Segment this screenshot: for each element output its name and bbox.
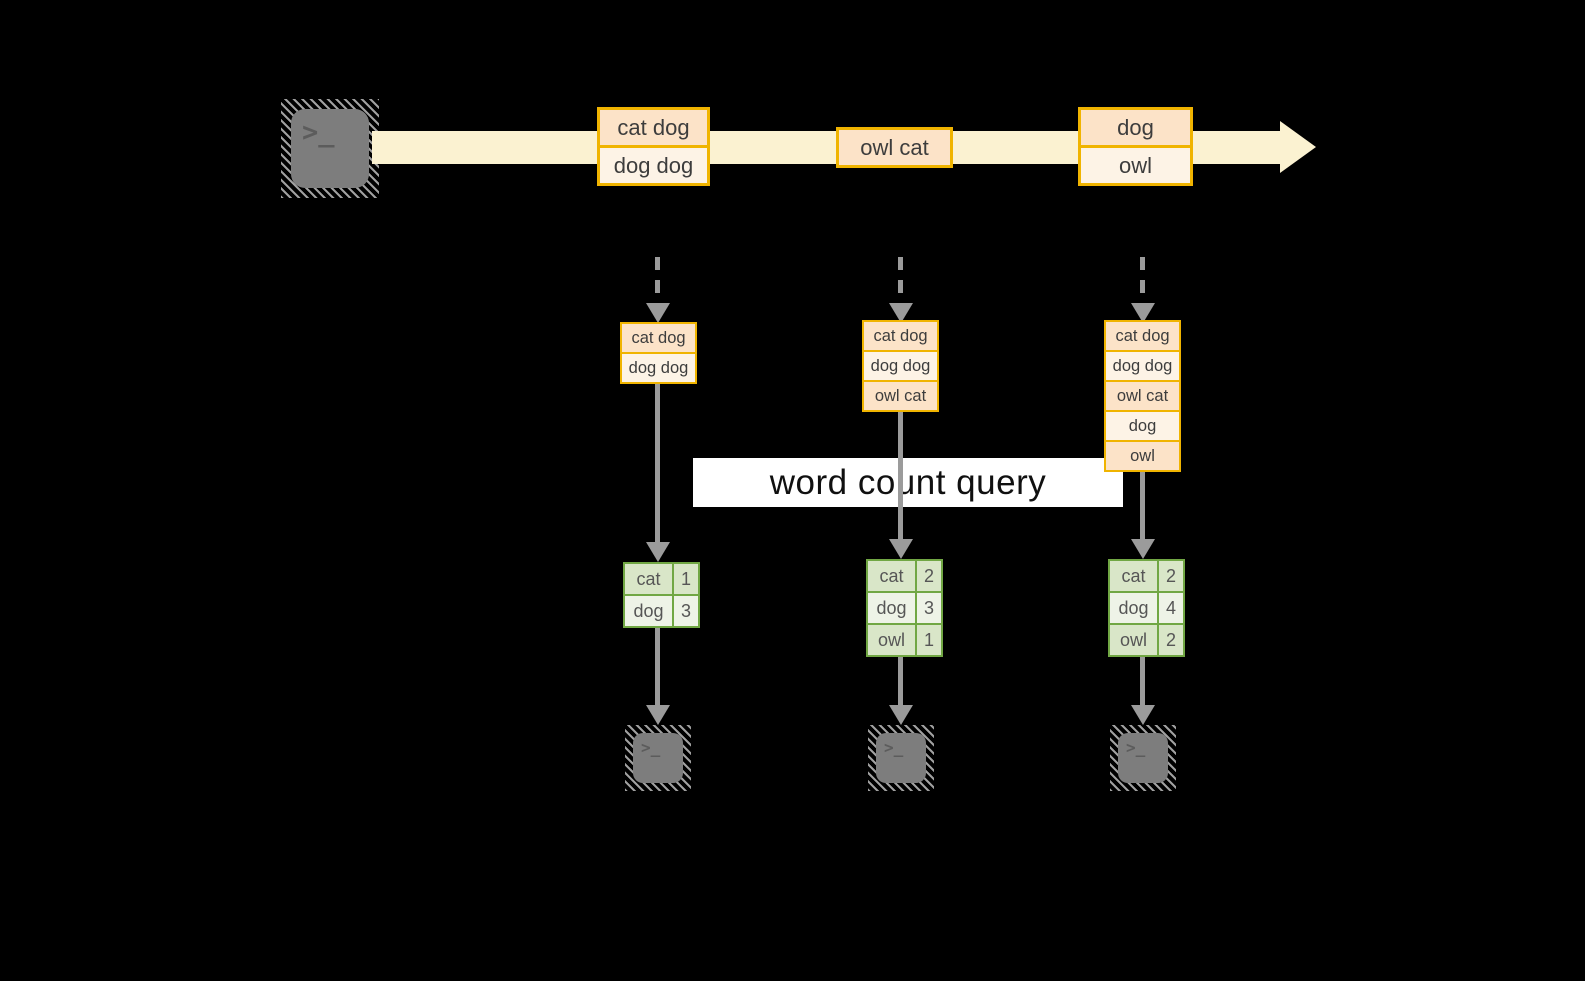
arrow-head-icon	[646, 705, 670, 725]
terminal-source-icon: >_	[281, 99, 379, 198]
count-value: 1	[674, 564, 698, 594]
count-value: 2	[1159, 561, 1183, 591]
arrow-line	[1140, 657, 1145, 705]
dashed-arrow-line	[898, 257, 903, 303]
arrow-head-icon	[889, 539, 913, 559]
event-record: dog	[1081, 110, 1190, 145]
buffer-record: cat dog	[864, 322, 937, 350]
prompt-glyph: >_	[641, 738, 661, 757]
buffer-record: cat dog	[622, 324, 695, 352]
dashed-arrow-head-icon	[889, 303, 913, 323]
count-word: dog	[625, 596, 672, 626]
terminal-output-body: >_	[633, 733, 683, 783]
terminal-output-icon-3: >_	[1110, 725, 1176, 791]
arrow-line	[655, 384, 660, 542]
stream-arrow-head-icon	[1280, 121, 1316, 173]
event-box-2: owl cat	[836, 127, 953, 168]
terminal-output-icon-1: >_	[625, 725, 691, 791]
terminal-output-body: >_	[1118, 733, 1168, 783]
buffer-box-3: cat dog dog dog owl cat dog owl	[1104, 320, 1181, 472]
count-table-2: cat 2 dog 3 owl 1	[866, 559, 943, 657]
count-value: 2	[917, 561, 941, 591]
count-word: cat	[625, 564, 672, 594]
event-box-3: dog owl	[1078, 107, 1193, 186]
buffer-record: owl cat	[1106, 382, 1179, 410]
arrow-line	[655, 628, 660, 705]
prompt-glyph: >_	[884, 738, 904, 757]
count-word: owl	[868, 625, 915, 655]
buffer-record: owl	[1106, 442, 1179, 470]
buffer-record: dog dog	[864, 352, 937, 380]
dashed-arrow-line	[655, 257, 660, 303]
terminal-source-body: >_	[291, 109, 369, 188]
count-word: cat	[1110, 561, 1157, 591]
count-word: owl	[1110, 625, 1157, 655]
buffer-record: dog	[1106, 412, 1179, 440]
arrow-head-icon	[889, 705, 913, 725]
count-value: 3	[674, 596, 698, 626]
arrow-head-icon	[646, 542, 670, 562]
terminal-output-body: >_	[876, 733, 926, 783]
query-label: word count query	[769, 462, 1047, 502]
count-value: 2	[1159, 625, 1183, 655]
event-record: dog dog	[600, 148, 707, 183]
event-record: cat dog	[600, 110, 707, 145]
count-word: dog	[868, 593, 915, 623]
buffer-record: owl cat	[864, 382, 937, 410]
event-record: owl	[1081, 148, 1190, 183]
count-value: 1	[917, 625, 941, 655]
buffer-record: dog dog	[622, 354, 695, 382]
arrow-line	[1140, 472, 1145, 539]
arrow-head-icon	[1131, 705, 1155, 725]
count-value: 3	[917, 593, 941, 623]
arrow-line	[898, 657, 903, 705]
dashed-arrow-line	[1140, 257, 1145, 303]
event-box-1: cat dog dog dog	[597, 107, 710, 186]
buffer-record: dog dog	[1106, 352, 1179, 380]
buffer-record: cat dog	[1106, 322, 1179, 350]
count-word: cat	[868, 561, 915, 591]
count-value: 4	[1159, 593, 1183, 623]
count-table-1: cat 1 dog 3	[623, 562, 700, 628]
arrow-head-icon	[1131, 539, 1155, 559]
prompt-glyph: >_	[302, 117, 335, 148]
query-label-band: word count query	[693, 458, 1123, 507]
arrow-line	[898, 412, 903, 539]
buffer-box-1: cat dog dog dog	[620, 322, 697, 384]
terminal-output-icon-2: >_	[868, 725, 934, 791]
event-record: owl cat	[839, 130, 950, 165]
count-table-3: cat 2 dog 4 owl 2	[1108, 559, 1185, 657]
prompt-glyph: >_	[1126, 738, 1146, 757]
buffer-box-2: cat dog dog dog owl cat	[862, 320, 939, 412]
count-word: dog	[1110, 593, 1157, 623]
dashed-arrow-head-icon	[646, 303, 670, 323]
dashed-arrow-head-icon	[1131, 303, 1155, 323]
